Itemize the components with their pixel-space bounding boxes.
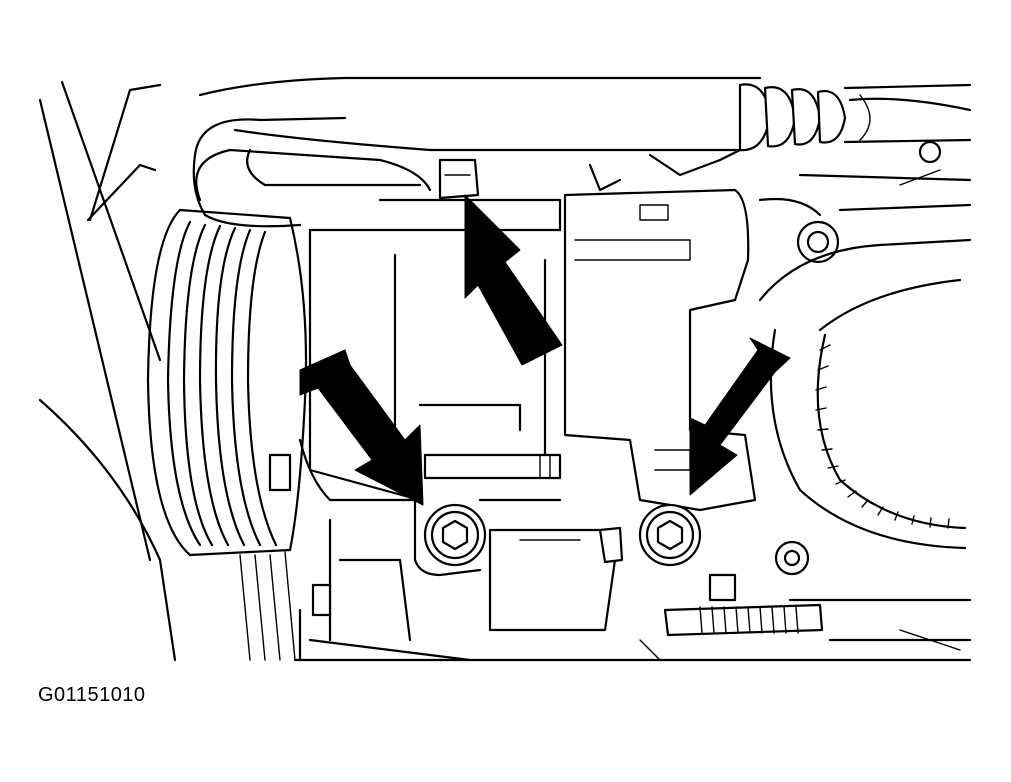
threaded-stud xyxy=(663,603,824,637)
bent-tube xyxy=(192,116,432,228)
upper-hose xyxy=(198,76,972,152)
bottom-frame xyxy=(293,629,972,662)
figure-id-label: G01151010 xyxy=(38,684,146,706)
upper-bolt xyxy=(438,158,480,200)
arrow-left-bolt xyxy=(299,349,424,506)
lower-left-bolt xyxy=(423,503,487,567)
lower-right-bolt xyxy=(638,503,702,567)
drive-belt xyxy=(239,551,296,661)
center-bar xyxy=(423,453,562,480)
left-body-panel xyxy=(38,80,177,662)
side-bolts xyxy=(268,140,942,617)
compressor-body xyxy=(298,198,562,502)
compressor-pulley xyxy=(146,208,308,557)
arrow-right-bolt xyxy=(689,337,791,496)
engine-details xyxy=(588,97,972,217)
arrow-upper-bolt xyxy=(464,194,563,366)
timing-belt xyxy=(758,238,972,642)
lower-mount xyxy=(298,498,624,662)
